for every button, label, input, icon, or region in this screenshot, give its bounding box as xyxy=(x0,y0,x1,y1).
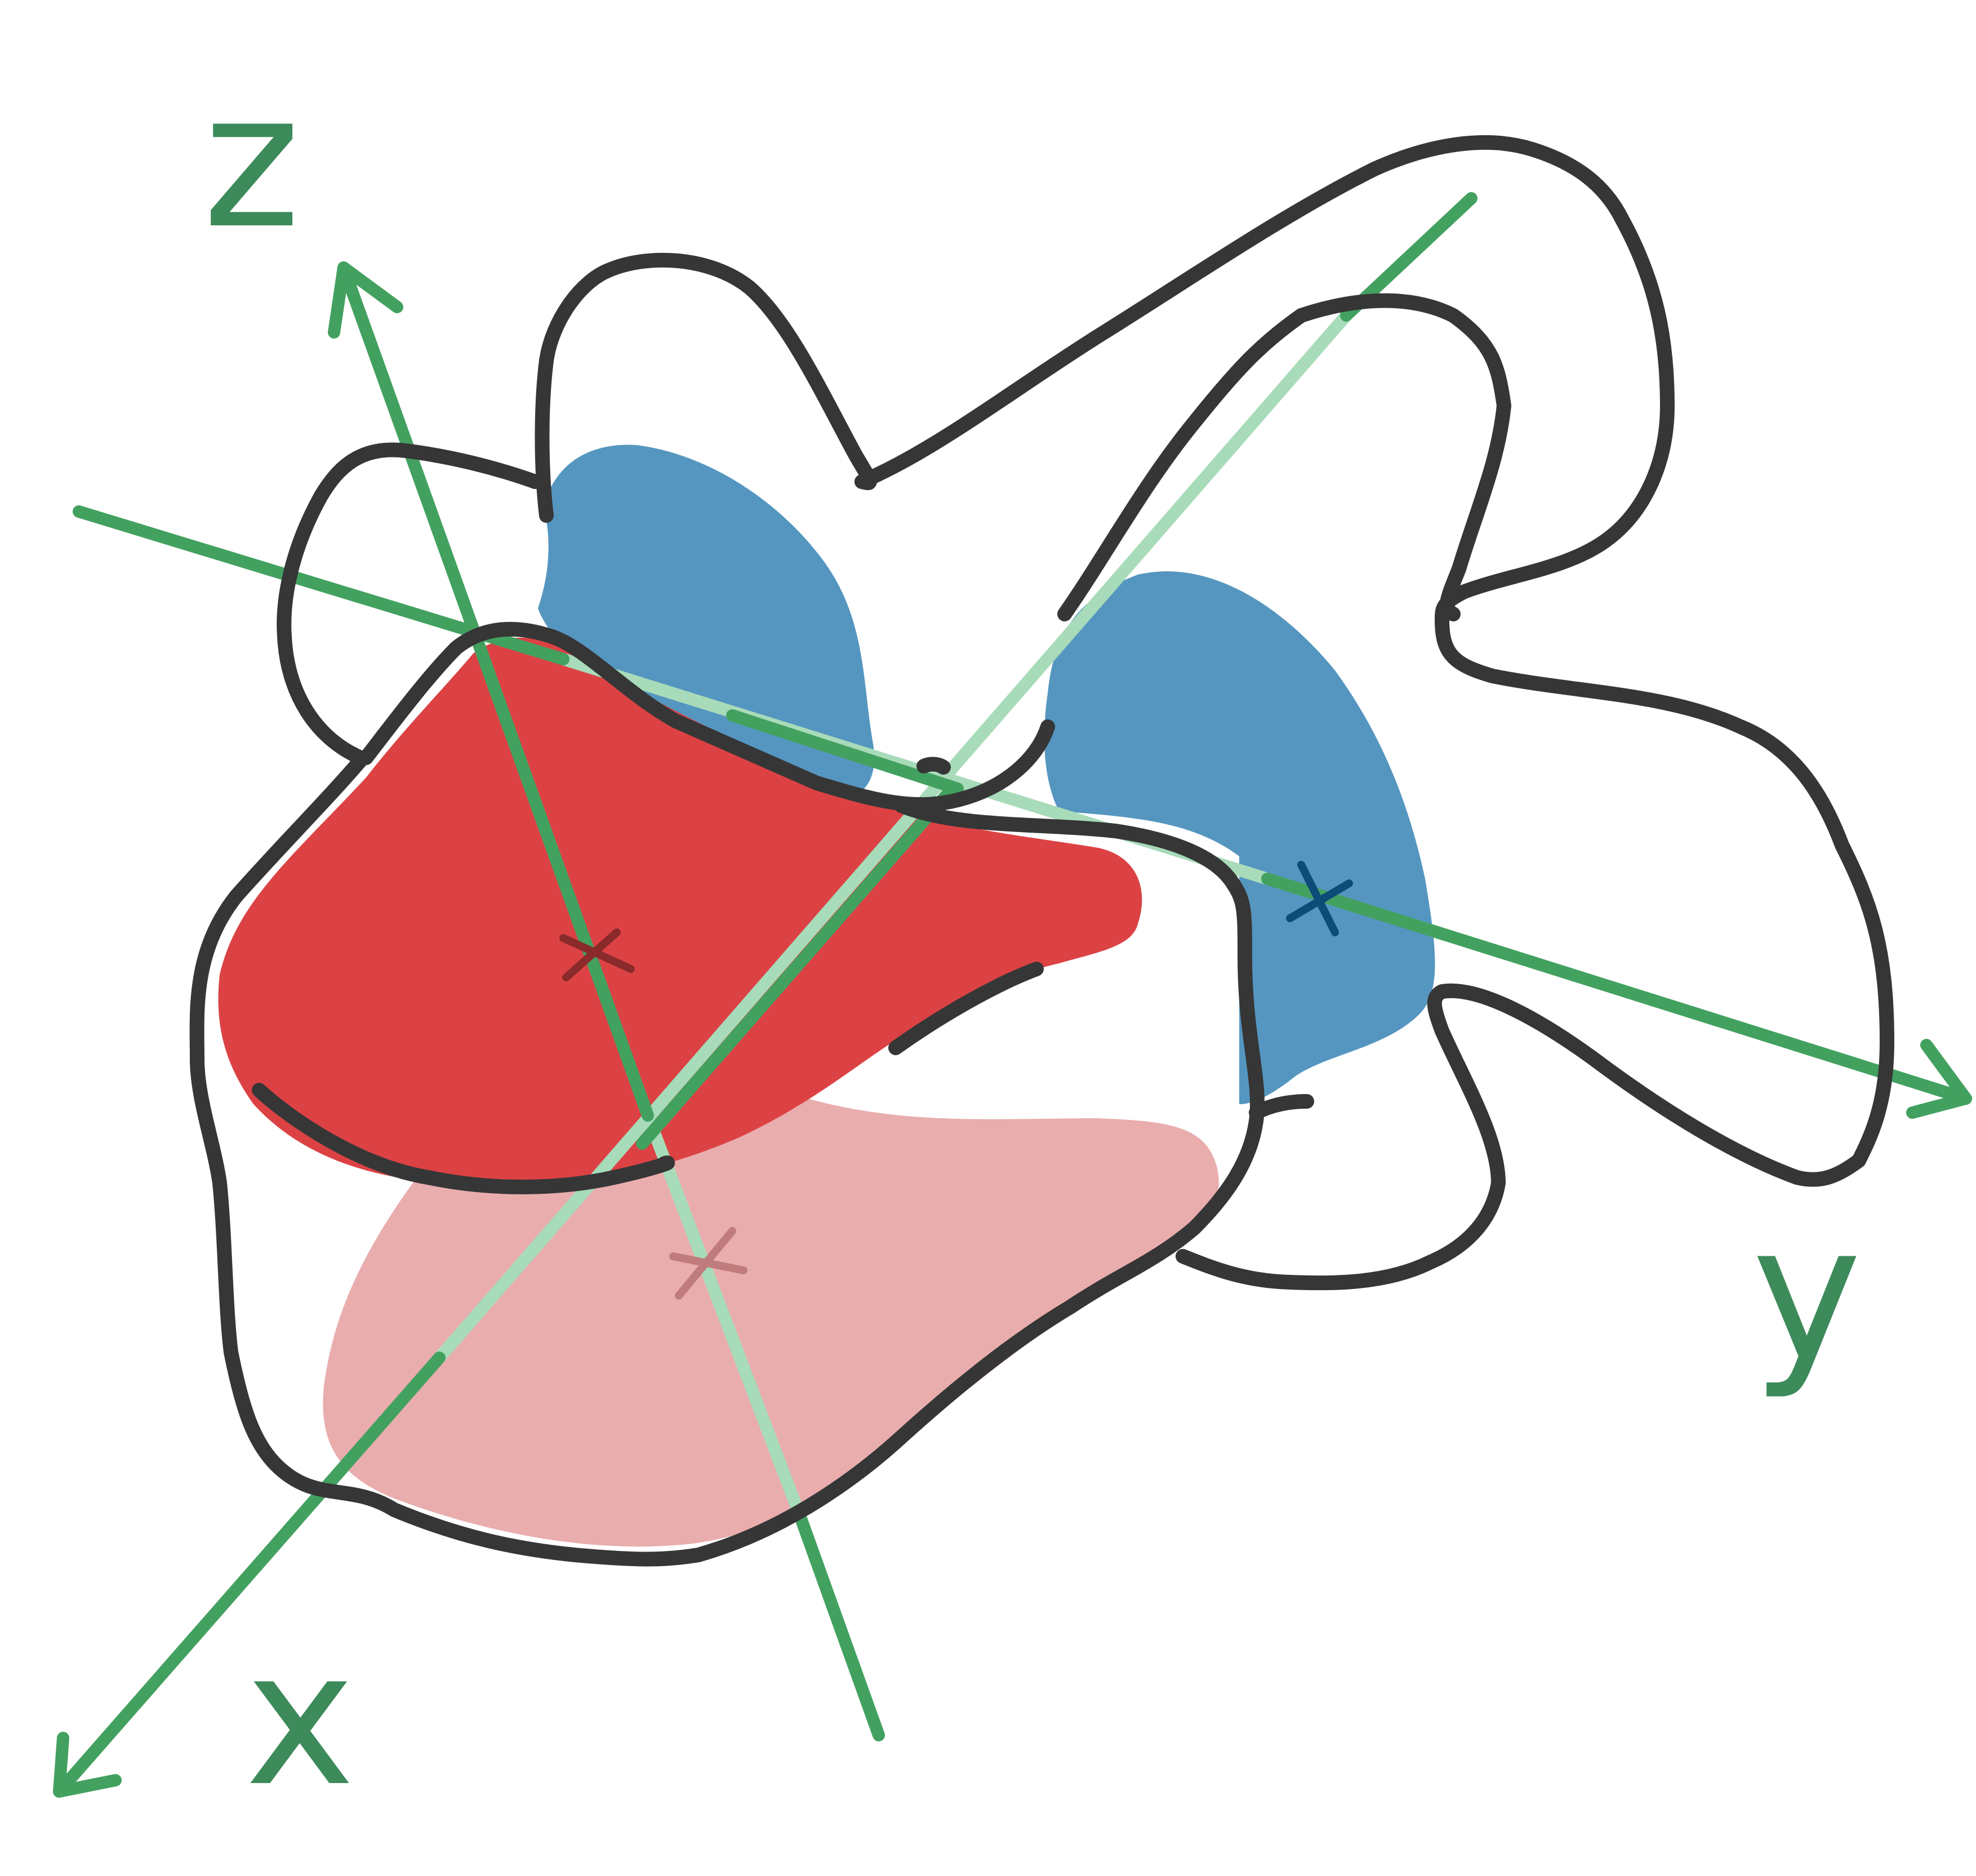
y-axis-label: y xyxy=(1752,1185,1862,1402)
region-red xyxy=(218,637,1142,1186)
z-axis-label: z xyxy=(203,53,300,269)
inner-top-lobe-outline xyxy=(1057,293,1511,621)
red-lower-boundary-outline xyxy=(252,1083,675,1194)
region-blue-left xyxy=(538,444,874,800)
x-axis-label: x xyxy=(245,1611,355,1827)
middle-contour-outline xyxy=(189,753,1265,1567)
z-axis-behind-segment xyxy=(642,1109,806,1522)
upper-lobe-outline xyxy=(535,252,877,523)
faded-center-marker xyxy=(669,1227,747,1300)
small-segment-3-outline xyxy=(916,757,951,775)
region-red-projection xyxy=(323,1086,1219,1547)
x-axis-arrowhead-icon xyxy=(53,1732,122,1798)
y-axis-arrowhead-icon xyxy=(1906,1039,1972,1119)
outer-blob-outline xyxy=(855,135,1894,1291)
blue-center-marker xyxy=(1286,861,1353,936)
red-upper-boundary-outline xyxy=(359,621,1055,812)
small-segment-1-outline xyxy=(888,962,1044,1055)
left-loop-outline xyxy=(277,442,542,765)
z-axis-line xyxy=(337,261,885,1741)
region-blue-right xyxy=(1044,571,1435,1104)
small-segment-2-outline xyxy=(1249,1094,1314,1120)
z-axis-arrowhead-icon xyxy=(328,261,403,339)
red-center-marker xyxy=(559,928,635,981)
